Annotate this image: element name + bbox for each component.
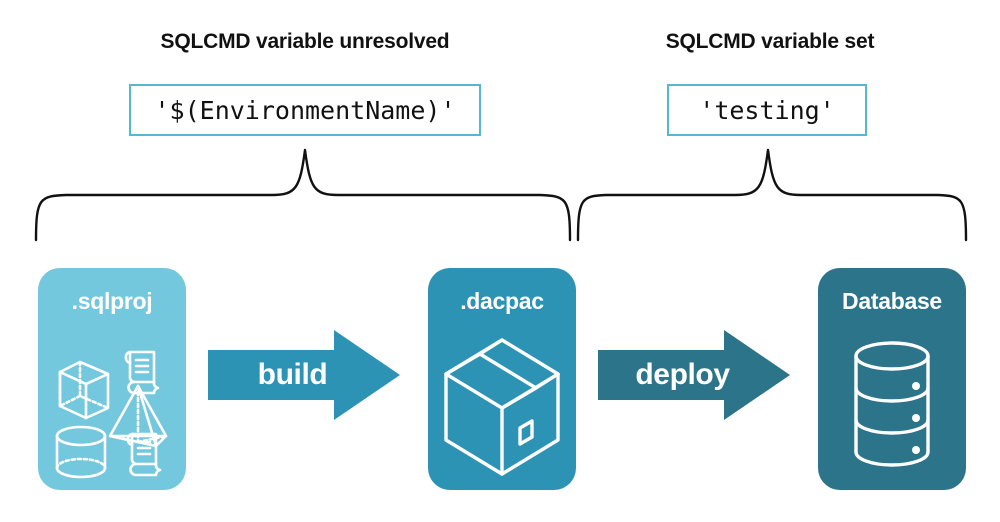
arrow-build-shape <box>208 330 400 420</box>
artifact-box-sqlproj[interactable]: .sqlproj <box>38 268 186 490</box>
artifact-label-database: Database <box>842 288 942 314</box>
heading-sqlcmd-variable-set: SQLCMD variable set <box>665 30 875 53</box>
value-box-testing: 'testing' <box>667 84 867 136</box>
brace-right-icon <box>576 148 968 242</box>
brace-left-icon <box>34 148 572 242</box>
database-cylinder-icon <box>854 341 930 467</box>
package-box-icon <box>444 338 560 476</box>
artifact-label-sqlproj: .sqlproj <box>71 288 153 314</box>
arrow-build-label: build <box>257 358 328 391</box>
arrow-deploy-label: deploy <box>635 358 730 391</box>
arrow-deploy[interactable]: deploy <box>598 328 790 422</box>
heading-sqlcmd-variable-unresolved: SQLCMD variable unresolved <box>160 30 450 53</box>
arrow-build[interactable]: build <box>208 328 400 422</box>
sql-project-objects-icon <box>55 350 168 479</box>
artifact-label-dacpac: .dacpac <box>460 288 544 314</box>
arrow-deploy-shape <box>598 330 790 420</box>
artifact-box-database[interactable]: Database <box>818 268 966 490</box>
artifact-box-dacpac[interactable]: .dacpac <box>428 268 576 490</box>
value-box-environment-name: '$(EnvironmentName)' <box>129 84 481 136</box>
